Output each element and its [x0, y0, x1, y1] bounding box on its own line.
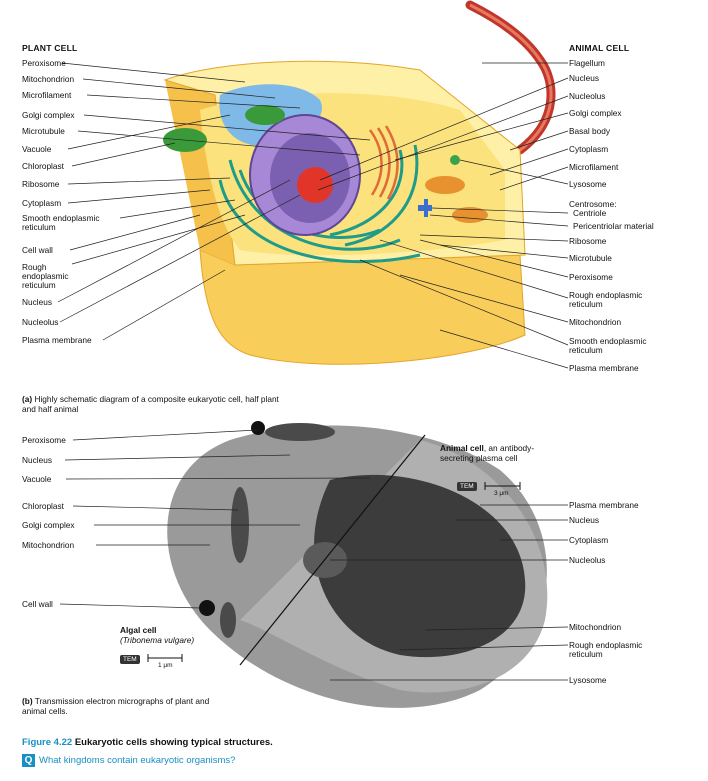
label-nucleolus: Nucleolus — [22, 317, 59, 327]
tem-label-mitochondrion: Mitochondrion — [22, 540, 75, 550]
tem-label-nucleolus: Nucleolus — [569, 555, 606, 565]
scale-label-algal: 1 μm — [158, 662, 173, 669]
label-mitochondrion: Mitochondrion — [22, 74, 75, 84]
label-animal-nucleolus: Nucleolus — [569, 91, 606, 101]
label-centrosome: Centrosome: — [569, 199, 617, 209]
tem-animal-nucleus — [314, 474, 526, 658]
label-plasma-membrane: Plasma membrane — [22, 335, 92, 345]
label-microtubule: Microtubule — [22, 126, 65, 136]
label-smooth-er-2: reticulum — [22, 222, 56, 232]
flagellum-highlight — [469, 3, 553, 152]
label-rough-er-3: reticulum — [22, 280, 56, 290]
label-lysosome: Lysosome — [569, 179, 607, 189]
tem-peroxisome — [251, 421, 265, 435]
centriole-shape-2 — [424, 199, 428, 217]
label-ribosome: Ribosome — [22, 179, 60, 189]
label-animal-peroxisome: Peroxisome — [569, 272, 613, 282]
animal-cell-note: Animal cell, an antibody-secreting plasm… — [440, 443, 550, 463]
cell-front-face — [199, 249, 526, 365]
label-flagellum: Flagellum — [569, 58, 605, 68]
question: Q What kingdoms contain eukaryotic organi… — [22, 754, 235, 767]
nucleolus-shape — [297, 167, 333, 203]
tem-chloroplast — [265, 423, 335, 441]
figure-title: Figure 4.22 Eukaryotic cells showing typ… — [22, 737, 273, 748]
label-lines-b — [59, 429, 569, 681]
tem-badge-animal: TEM — [457, 482, 477, 491]
label-animal-rough-er-2: reticulum — [569, 299, 603, 309]
tem-label-chloroplast: Chloroplast — [22, 501, 64, 511]
animal-cell-header: ANIMAL CELL — [569, 43, 630, 53]
label-nucleus: Nucleus — [22, 297, 52, 307]
label-cytoplasm: Cytoplasm — [22, 198, 62, 208]
tem-label-golgi: Golgi complex — [22, 520, 75, 530]
label-animal-plasma-membrane: Plasma membrane — [569, 363, 639, 373]
tem-divider — [239, 434, 426, 666]
scale-bars — [147, 482, 521, 662]
label-rough-er-2: endoplasmic — [22, 271, 69, 281]
tem-dark-body — [199, 600, 215, 616]
tem-label-cytoplasm: Cytoplasm — [569, 535, 609, 545]
tem-label-lysosome: Lysosome — [569, 675, 607, 685]
caption-b: (b) Transmission electron micrographs of… — [22, 696, 232, 716]
animal-cell-note-bold: Animal cell — [440, 443, 484, 453]
tem-badge-algal: TEM — [120, 655, 140, 664]
label-basal-body: Basal body — [569, 126, 611, 136]
mitochondrion-shape — [425, 176, 465, 194]
label-vacuole: Vacuole — [22, 144, 52, 154]
animal-cell-note-text: , an antibody-secreting plasma cell — [440, 443, 535, 463]
caption-a: (a) Highly schematic diagram of a compos… — [22, 394, 282, 414]
caption-b-text: Transmission electron micrographs of pla… — [22, 696, 210, 716]
plant-cell-header: PLANT CELL — [22, 43, 78, 53]
label-smooth-er-1: Smooth endoplasmic — [22, 213, 100, 223]
label-animal-nucleus: Nucleus — [569, 73, 599, 83]
label-centriole: Centriole — [573, 208, 607, 218]
tem-label-plasma-membrane: Plasma membrane — [569, 500, 639, 510]
caption-a-letter: (a) — [22, 394, 33, 404]
algal-cell-note: Algal cell(Tribonema vulgare) — [120, 625, 195, 645]
scale-label-animal: 3 μm — [494, 490, 509, 497]
label-golgi-complex: Golgi complex — [22, 110, 75, 120]
label-animal-smooth-er-2: reticulum — [569, 345, 603, 355]
figure-number: Figure 4.22 — [22, 737, 73, 748]
question-text: What kingdoms contain eukaryotic organis… — [39, 755, 236, 767]
label-animal-golgi: Golgi complex — [569, 108, 622, 118]
algal-cell-note-italic: (Tribonema vulgare) — [120, 634, 195, 645]
label-animal-mitochondrion: Mitochondrion — [569, 317, 622, 327]
label-rough-er-1: Rough — [22, 262, 47, 272]
label-animal-smooth-er-1: Smooth endoplasmic — [569, 336, 647, 346]
label-cell-wall: Cell wall — [22, 245, 53, 255]
chloroplast-shape-2 — [245, 105, 285, 125]
tem-label-vacuole: Vacuole — [22, 474, 52, 484]
tem-label-animal-nucleus: Nucleus — [569, 515, 599, 525]
golgi-group — [368, 125, 399, 200]
label-pericentriolar: Pericentriolar material — [573, 221, 654, 231]
label-animal-microfilament: Microfilament — [569, 162, 619, 172]
label-peroxisome: Peroxisome — [22, 58, 66, 68]
label-animal-microtubule: Microtubule — [569, 253, 612, 263]
tem-label-rough-er-2: reticulum — [569, 649, 603, 659]
tem-label-animal-mitochondrion: Mitochondrion — [569, 622, 622, 632]
label-microfilament: Microfilament — [22, 90, 72, 100]
label-animal-cytoplasm: Cytoplasm — [569, 144, 609, 154]
question-icon: Q — [22, 754, 35, 767]
caption-b-letter: (b) — [22, 696, 33, 706]
figure-title-text: Eukaryotic cells showing typical structu… — [74, 737, 273, 748]
tem-label-rough-er-1: Rough endoplasmic — [569, 640, 643, 650]
tem-label-cell-wall: Cell wall — [22, 599, 53, 609]
label-chloroplast: Chloroplast — [22, 161, 64, 171]
label-lines-a — [57, 62, 569, 369]
tem-label-nucleus: Nucleus — [22, 455, 52, 465]
label-animal-rough-er-1: Rough endoplasmic — [569, 290, 643, 300]
label-animal-ribosome: Ribosome — [569, 236, 607, 246]
lysosome-shape — [450, 155, 460, 165]
tem-label-peroxisome: Peroxisome — [22, 435, 66, 445]
caption-a-text: Highly schematic diagram of a composite … — [22, 394, 279, 414]
algal-cell-note-bold: Algal cell — [120, 625, 157, 635]
tem-chloroplast-3 — [220, 602, 236, 638]
